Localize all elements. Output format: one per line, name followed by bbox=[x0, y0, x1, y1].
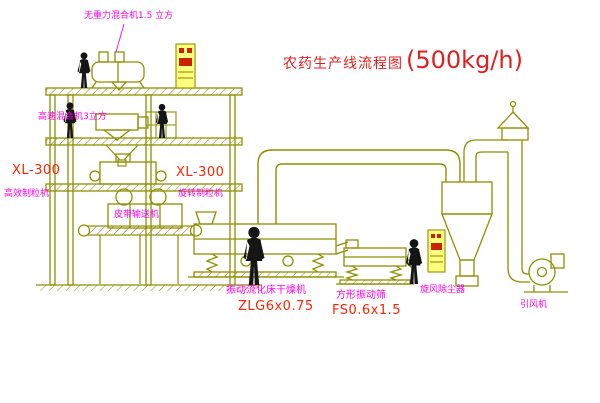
title-text: 农药生产线流程图 bbox=[283, 56, 403, 72]
control-cabinet-right bbox=[427, 229, 446, 273]
cyclone-drawing bbox=[441, 139, 508, 287]
gravity-mixer-label: 无重力混合机1.5 立方 bbox=[84, 11, 174, 21]
fan-drawing bbox=[524, 253, 568, 293]
fluid-bed-dryer-model: ZLG6x0.75 bbox=[238, 299, 314, 314]
high-speed-mixer-drawing bbox=[95, 113, 149, 141]
fluid-bed-dryer-drawing bbox=[188, 211, 349, 278]
belt-conveyor-label: 皮带输送机 bbox=[114, 210, 160, 220]
gravity-mixer-drawing bbox=[91, 51, 145, 91]
granulator-left-model: XL-300 bbox=[12, 163, 61, 178]
granulator-mid-model: XL-300 bbox=[176, 165, 225, 180]
induced-draft-fan-label: 引风机 bbox=[520, 300, 548, 310]
belt-conveyor-drawing bbox=[77, 224, 203, 284]
label-leader-line bbox=[115, 23, 125, 53]
granulator-left-name: 高效制粒机 bbox=[4, 189, 50, 199]
vibrating-screen-model: FS0.6x1.5 bbox=[332, 303, 402, 318]
exhaust-stack-drawing bbox=[496, 100, 530, 283]
title-capacity: (500kg/h) bbox=[406, 46, 523, 74]
feed-chute-drawing bbox=[105, 144, 139, 167]
granulator-left-drawing bbox=[89, 153, 167, 185]
control-cabinet-top bbox=[175, 43, 196, 89]
granulator-mid-drawing bbox=[107, 188, 183, 229]
main-duct-drawing bbox=[257, 149, 461, 224]
fluid-bed-dryer-label: 振动流化床干燥机 bbox=[226, 285, 306, 296]
vibrating-screen-drawing bbox=[336, 239, 417, 285]
person-figure-1 bbox=[77, 52, 91, 88]
high-speed-mixer-label: 高速混合机3立方 bbox=[38, 112, 107, 122]
rain-cap-drawing bbox=[496, 100, 530, 141]
person-figure-5 bbox=[405, 239, 423, 285]
granulator-mid-name: 旋转制粒机 bbox=[178, 189, 224, 199]
vibrating-screen-label: 方形振动筛 bbox=[336, 290, 386, 301]
diagram-title: 农药生产线流程图 (500kg/h) bbox=[283, 46, 523, 74]
cyclone-label: 旋风除尘器 bbox=[420, 285, 466, 295]
